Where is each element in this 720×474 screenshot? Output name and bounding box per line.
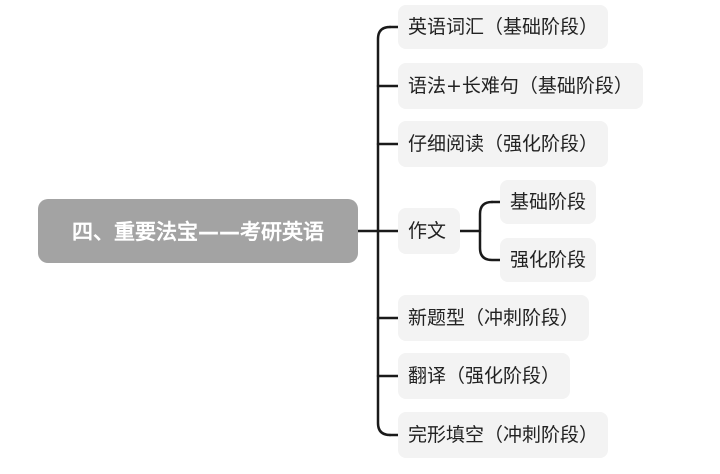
root-label: 四、重要法宝——考研英语: [72, 220, 324, 244]
branch-node-writing[interactable]: 作文: [398, 208, 460, 254]
branch-label: 翻译（强化阶段）: [408, 364, 561, 387]
branch-node-grammar[interactable]: 语法+长难句（基础阶段）: [398, 63, 643, 109]
sub-label: 强化阶段: [510, 248, 587, 271]
sub-spine: [478, 200, 502, 262]
branch-label: 新题型（冲刺阶段）: [408, 306, 580, 329]
sub-node-writing-strengthen[interactable]: 强化阶段: [500, 238, 597, 282]
root-node[interactable]: 四、重要法宝——考研英语: [38, 199, 358, 263]
branch-node-cloze[interactable]: 完形填空（冲刺阶段）: [398, 412, 609, 458]
branch-label: 仔细阅读（强化阶段）: [408, 132, 599, 155]
branch-label: 完形填空（冲刺阶段）: [408, 423, 599, 446]
sub-node-writing-basic[interactable]: 基础阶段: [500, 180, 597, 224]
sub-label: 基础阶段: [510, 190, 587, 213]
branch-label: 语法+长难句（基础阶段）: [408, 74, 633, 97]
branch-node-vocabulary[interactable]: 英语词汇（基础阶段）: [398, 5, 609, 49]
branch-node-new-question-type[interactable]: 新题型（冲刺阶段）: [398, 295, 590, 341]
branch-label: 作文: [408, 219, 447, 242]
branch-node-reading[interactable]: 仔细阅读（强化阶段）: [398, 121, 609, 167]
branch-label: 英语词汇（基础阶段）: [408, 15, 599, 38]
branch-node-translation[interactable]: 翻译（强化阶段）: [398, 353, 571, 399]
